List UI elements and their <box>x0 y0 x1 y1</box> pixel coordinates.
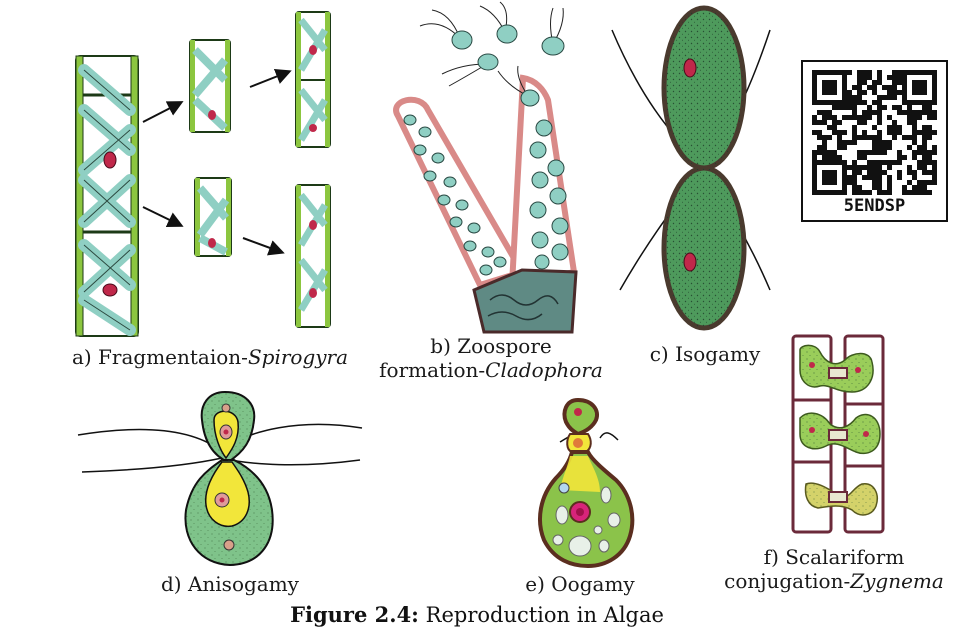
caption-a-text: a) Fragmentaion- <box>71 345 248 369</box>
caption-c-text: c) Isogamy <box>649 342 761 366</box>
arrow <box>242 237 285 256</box>
nucleus <box>102 283 118 297</box>
figure-artwork <box>75 1 948 569</box>
caption-f-text: conjugation- <box>724 569 851 593</box>
arrow <box>142 206 184 227</box>
panel-e-oogamy <box>538 397 635 569</box>
qr-code-label: 5ENDSP <box>843 196 906 216</box>
zoosporangium <box>393 96 527 289</box>
qr-code <box>801 60 948 222</box>
panel-f-zygnema-conjugation <box>791 334 885 534</box>
caption-d: d) Anisogamy <box>140 572 320 596</box>
figure-title: Reproduction in Algae <box>425 603 664 627</box>
spirogyra-main-filament <box>75 55 139 337</box>
free-zoospores <box>419 1 565 107</box>
caption-d-text: d) Anisogamy <box>161 572 299 596</box>
caption-a: a) Fragmentaion-Spirogyra <box>60 345 360 369</box>
antheridium <box>562 397 599 437</box>
caption-f-line1: f) Scalariform <box>763 545 905 569</box>
caption-b-text: formation- <box>379 358 486 382</box>
figure-number: Figure 2.4: <box>290 602 419 627</box>
nucleus <box>103 151 117 169</box>
basal-cell <box>472 268 578 334</box>
caption-e: e) Oogamy <box>500 572 660 596</box>
arrow <box>142 101 184 123</box>
spirogyra-fragment <box>295 11 331 148</box>
panel-c-isogamy <box>611 5 771 331</box>
caption-a-italic: Spirogyra <box>247 345 349 369</box>
spirogyra-fragment <box>194 177 232 257</box>
nucleus <box>683 58 697 78</box>
caption-b-line1: b) Zoospore <box>430 334 552 358</box>
caption-c: c) Isogamy <box>630 342 780 366</box>
spirogyra-fragment <box>295 184 331 328</box>
figure-caption: Figure 2.4: Reproduction in Algae <box>0 602 954 627</box>
caption-f-italic: Zygnema <box>850 569 944 593</box>
caption-b-italic: Cladophora <box>485 358 603 382</box>
caption-f: f) Scalariform conjugation-Zygnema <box>716 545 952 593</box>
panel-b-cladophora-zoospores <box>393 1 578 334</box>
arrow <box>249 68 292 88</box>
caption-e-text: e) Oogamy <box>525 572 635 596</box>
nucleus <box>683 252 697 272</box>
panel-d-anisogamy <box>77 390 363 567</box>
panel-a-spirogyra-fragmentation <box>75 11 331 337</box>
caption-b: b) Zoospore formation-Cladophora <box>376 334 606 382</box>
spirogyra-fragment <box>189 39 231 133</box>
